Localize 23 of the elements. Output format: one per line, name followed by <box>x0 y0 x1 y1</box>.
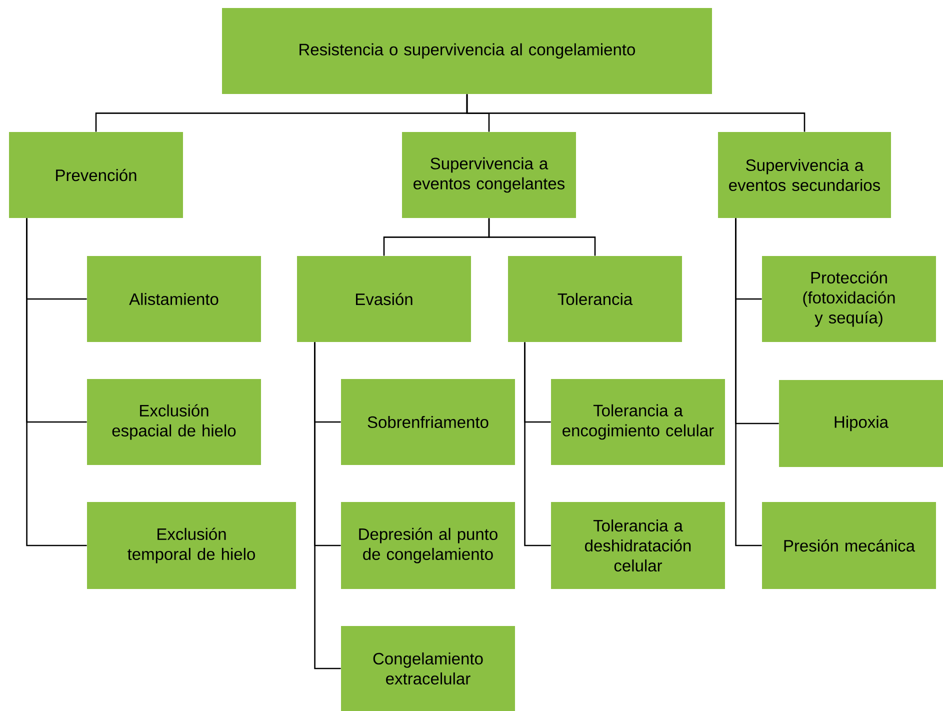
category-box: Sobrenfriamento <box>341 379 515 465</box>
category-box: Tolerancia a deshidratación celular <box>551 502 725 589</box>
connector-line <box>26 218 87 546</box>
connector-line <box>314 342 341 670</box>
category-box: Evasión <box>297 256 471 342</box>
category-box: Supervivencia a eventos congelantes <box>402 132 576 218</box>
connector-line <box>735 218 762 546</box>
category-box: Protección (fotoxidación y sequía) <box>762 256 936 342</box>
category-box: Congelamiento extracelular <box>341 626 515 711</box>
category-box: Exclusión temporal de hielo <box>87 502 296 589</box>
category-box: Exclusión espacial de hielo <box>87 379 261 465</box>
category-box: Supervivencia a eventos secundarios <box>718 132 891 218</box>
category-box: Tolerancia <box>508 256 682 342</box>
category-box: Alistamiento <box>87 256 261 342</box>
connector-line <box>488 218 596 256</box>
category-box: Resistencia o supervivencia al congelamiento <box>222 8 712 94</box>
category-box: Presión mecánica <box>762 502 936 589</box>
category-box: Prevención <box>9 132 183 218</box>
category-box: Depresión al punto de congelamiento <box>341 502 515 589</box>
category-box: Tolerancia a encogimiento celular <box>551 379 725 465</box>
connector-line <box>524 342 551 546</box>
category-box: Hipoxia <box>779 380 943 467</box>
connector-line <box>466 94 806 132</box>
